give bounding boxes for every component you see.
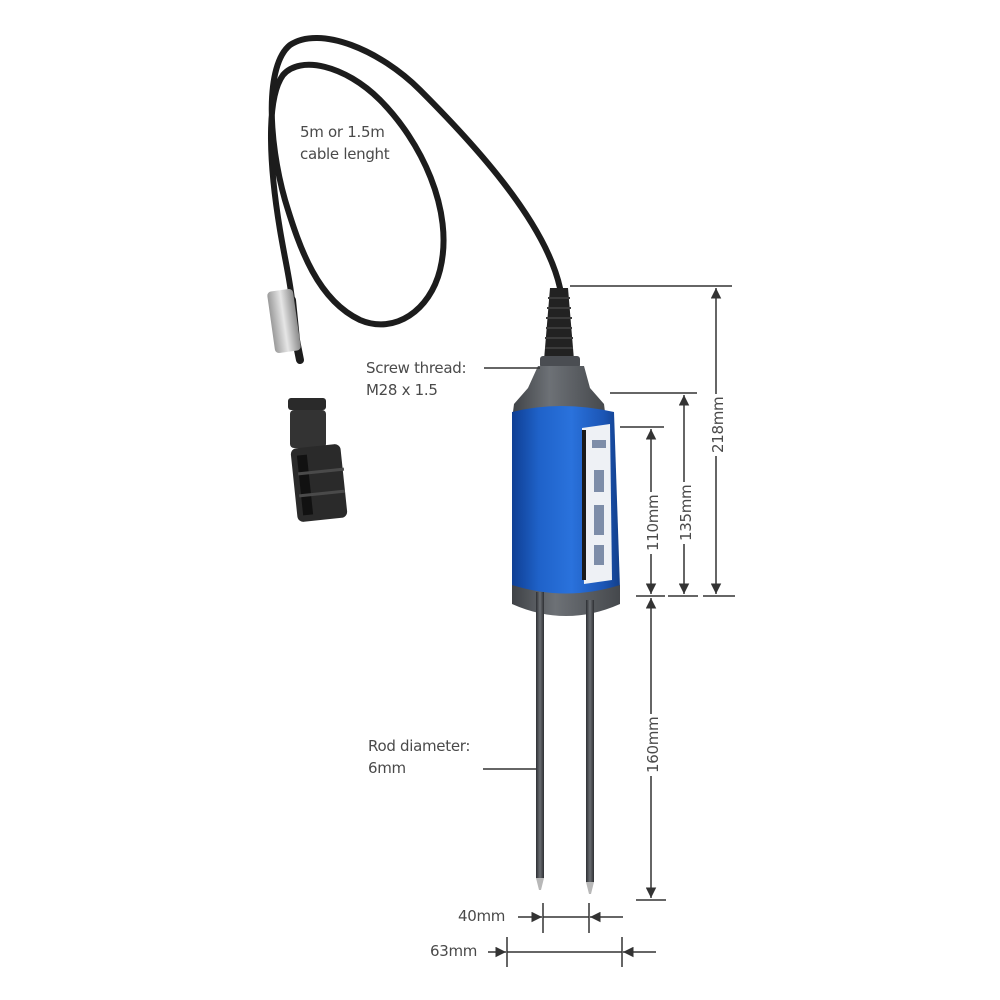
rod-diameter-line1: Rod diameter: xyxy=(368,737,471,755)
screw-cap xyxy=(512,356,606,420)
screw-thread-label: Screw thread: M28 x 1.5 xyxy=(366,357,467,401)
cable-length-label: 5m or 1.5m cable lenght xyxy=(300,121,390,165)
rod-diameter-label: Rod diameter: 6mm xyxy=(368,735,470,779)
cable-length-line2: cable lenght xyxy=(300,145,390,163)
strain-relief xyxy=(544,288,574,360)
dimension-218mm: 218mm xyxy=(707,394,729,456)
cable xyxy=(268,34,563,364)
dimension-135mm: 135mm xyxy=(675,482,697,544)
cable-sleeve xyxy=(267,289,301,353)
screw-thread-line2: M28 x 1.5 xyxy=(366,381,438,399)
cable-length-line1: 5m or 1.5m xyxy=(300,123,385,141)
connector xyxy=(288,398,348,522)
rod-diameter-line2: 6mm xyxy=(368,759,406,777)
probe-body xyxy=(512,406,620,596)
horizontal-dimensions xyxy=(488,903,656,967)
dimension-40mm: 40mm xyxy=(458,907,506,925)
dimension-160mm: 160mm xyxy=(642,714,664,776)
screw-thread-line1: Screw thread: xyxy=(366,359,467,377)
dimension-63mm: 63mm xyxy=(430,942,478,960)
dimension-110mm: 110mm xyxy=(642,492,664,554)
probe-rods xyxy=(536,592,594,894)
